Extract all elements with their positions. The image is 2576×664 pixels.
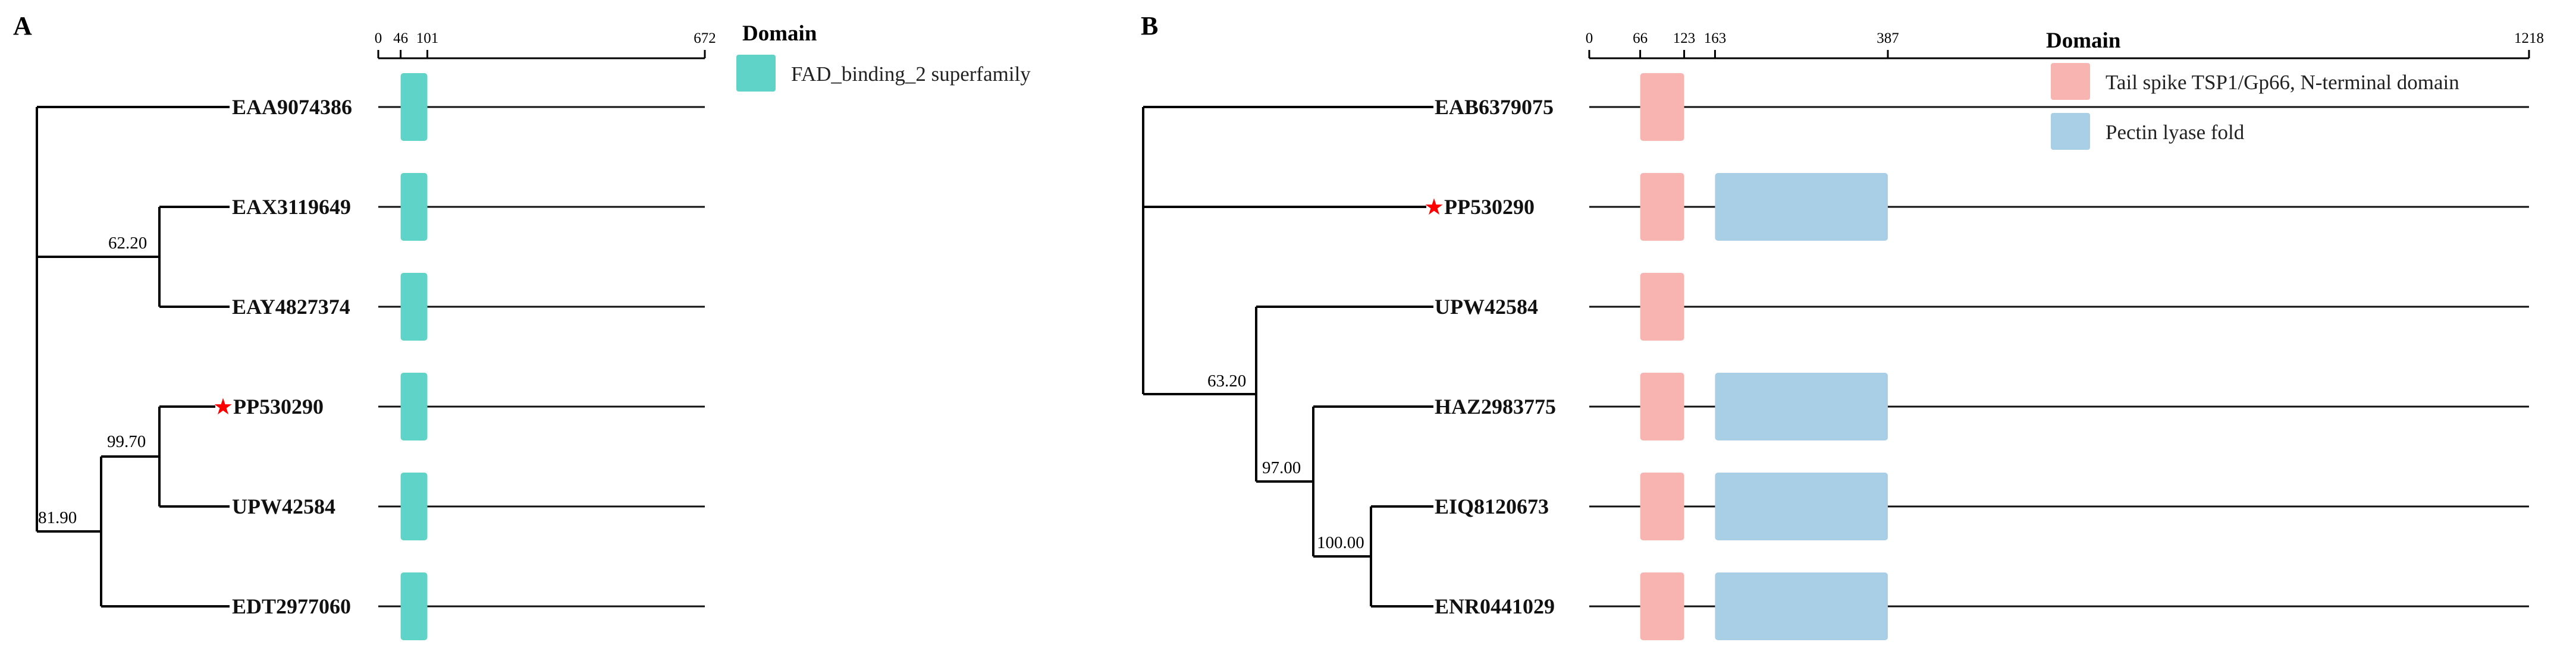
panel-letter-a: A	[13, 11, 32, 40]
legend-title: Domain	[742, 21, 817, 46]
legend-title: Domain	[2046, 29, 2121, 53]
support-value: 63.20	[1207, 372, 1246, 391]
axis-tick-label: 123	[1673, 30, 1696, 46]
support-value: 99.70	[107, 432, 146, 451]
domain-fad-binding-2-superfamily	[400, 173, 428, 241]
domain-pectin-lyase-fold	[1715, 473, 1888, 540]
support-value: 81.90	[38, 508, 77, 527]
taxon-label: EAY4827374	[232, 295, 350, 319]
taxon-row-eab6379075: EAB6379075	[1435, 73, 2529, 141]
domain-fad-binding-2-superfamily	[400, 73, 428, 141]
tree-b	[1142, 106, 1433, 608]
axis-tick-label: 672	[694, 30, 716, 46]
star-icon: ★	[1424, 194, 1444, 220]
legend-label: FAD_binding_2 superfamily	[791, 62, 1031, 86]
domain-tail-spike-tsp1-gp66-n-terminal-domain	[1640, 173, 1684, 241]
legend-label: Pectin lyase fold	[2106, 121, 2245, 144]
taxon-row-eax3119649: EAX3119649	[232, 173, 705, 241]
axis-tick-label: 0	[375, 30, 382, 46]
domain-fad-binding-2-superfamily	[400, 473, 428, 540]
taxon-row-upw42584: UPW42584	[1435, 273, 2529, 341]
domain-pectin-lyase-fold	[1715, 373, 1888, 440]
taxon-row-enr0441029: ENR0441029	[1435, 572, 2529, 640]
support-value: 97.00	[1262, 458, 1301, 477]
axis-tick-label: 0	[1586, 30, 1593, 46]
axis-tick-label: 46	[393, 30, 408, 46]
support-value: 100.00	[1317, 533, 1364, 552]
support-value: 62.20	[108, 234, 147, 253]
panel-letter-b: B	[1141, 11, 1158, 40]
taxon-row-haz2983775: HAZ2983775	[1435, 373, 2529, 440]
taxon-label: PP530290	[1444, 195, 1535, 219]
taxon-label: HAZ2983775	[1435, 395, 1556, 418]
taxon-label: UPW42584	[1435, 295, 1538, 319]
taxon-row-eay4827374: EAY4827374	[232, 273, 705, 341]
legend-swatch	[2051, 113, 2090, 150]
domain-tail-spike-tsp1-gp66-n-terminal-domain	[1640, 473, 1684, 540]
domain-fad-binding-2-superfamily	[400, 273, 428, 341]
taxon-label: PP530290	[233, 395, 324, 418]
domain-pectin-lyase-fold	[1715, 173, 1888, 241]
legend-a: Domain FAD_binding_2 superfamily	[736, 21, 1031, 92]
taxon-label: EAA9074386	[232, 95, 352, 119]
rows-b: EAB6379075 ★PP530290UPW42584HAZ2983775EIQ…	[1424, 73, 2529, 640]
axis-tick-label: 387	[1877, 30, 1899, 46]
taxon-row-eaa9074386: EAA9074386	[232, 73, 705, 141]
panel-b: B 63.20 97.00 100.00 0 66 123 163 387 1218 EA…	[1141, 11, 2544, 640]
scale-axis-a: 0 46 101 672	[375, 30, 716, 59]
domain-tail-spike-tsp1-gp66-n-terminal-domain	[1640, 273, 1684, 341]
taxon-label: EIQ8120673	[1435, 495, 1549, 518]
legend-swatch	[736, 55, 776, 92]
axis-tick-label: 101	[416, 30, 439, 46]
taxon-label: EAX3119649	[232, 195, 351, 219]
domain-tail-spike-tsp1-gp66-n-terminal-domain	[1640, 572, 1684, 640]
domain-fad-binding-2-superfamily	[400, 373, 428, 440]
legend-swatch	[2051, 63, 2090, 100]
taxon-row-upw42584: UPW42584	[232, 473, 705, 540]
domain-fad-binding-2-superfamily	[400, 572, 428, 640]
taxon-label: ENR0441029	[1435, 594, 1555, 618]
scale-axis-b: 0 66 123 163 387 1218	[1586, 30, 2544, 59]
taxon-row-pp530290: ★PP530290	[213, 373, 705, 440]
tree-a	[36, 106, 230, 608]
legend-label: Tail spike TSP1/Gp66, N-terminal domain	[2106, 71, 2459, 94]
taxon-row-pp530290: ★PP530290	[1424, 173, 2529, 241]
domain-tail-spike-tsp1-gp66-n-terminal-domain	[1640, 373, 1684, 440]
axis-tick-label: 1218	[2514, 30, 2544, 46]
taxon-row-edt2977060: EDT2977060	[232, 572, 705, 640]
legend-b: Domain Tail spike TSP1/Gp66, N-terminal …	[2046, 29, 2459, 150]
domain-tail-spike-tsp1-gp66-n-terminal-domain	[1640, 73, 1684, 141]
axis-tick-label: 163	[1704, 30, 1727, 46]
panel-a: A 62.20 99.70 81.90 0 46 101 672 EAA9074386…	[13, 11, 1031, 640]
taxon-label: UPW42584	[232, 495, 335, 518]
taxon-label: EDT2977060	[232, 594, 351, 618]
taxon-label: EAB6379075	[1435, 95, 1554, 119]
axis-tick-label: 66	[1633, 30, 1648, 46]
star-icon: ★	[213, 394, 233, 420]
domain-pectin-lyase-fold	[1715, 572, 1888, 640]
taxon-row-eiq8120673: EIQ8120673	[1435, 473, 2529, 540]
